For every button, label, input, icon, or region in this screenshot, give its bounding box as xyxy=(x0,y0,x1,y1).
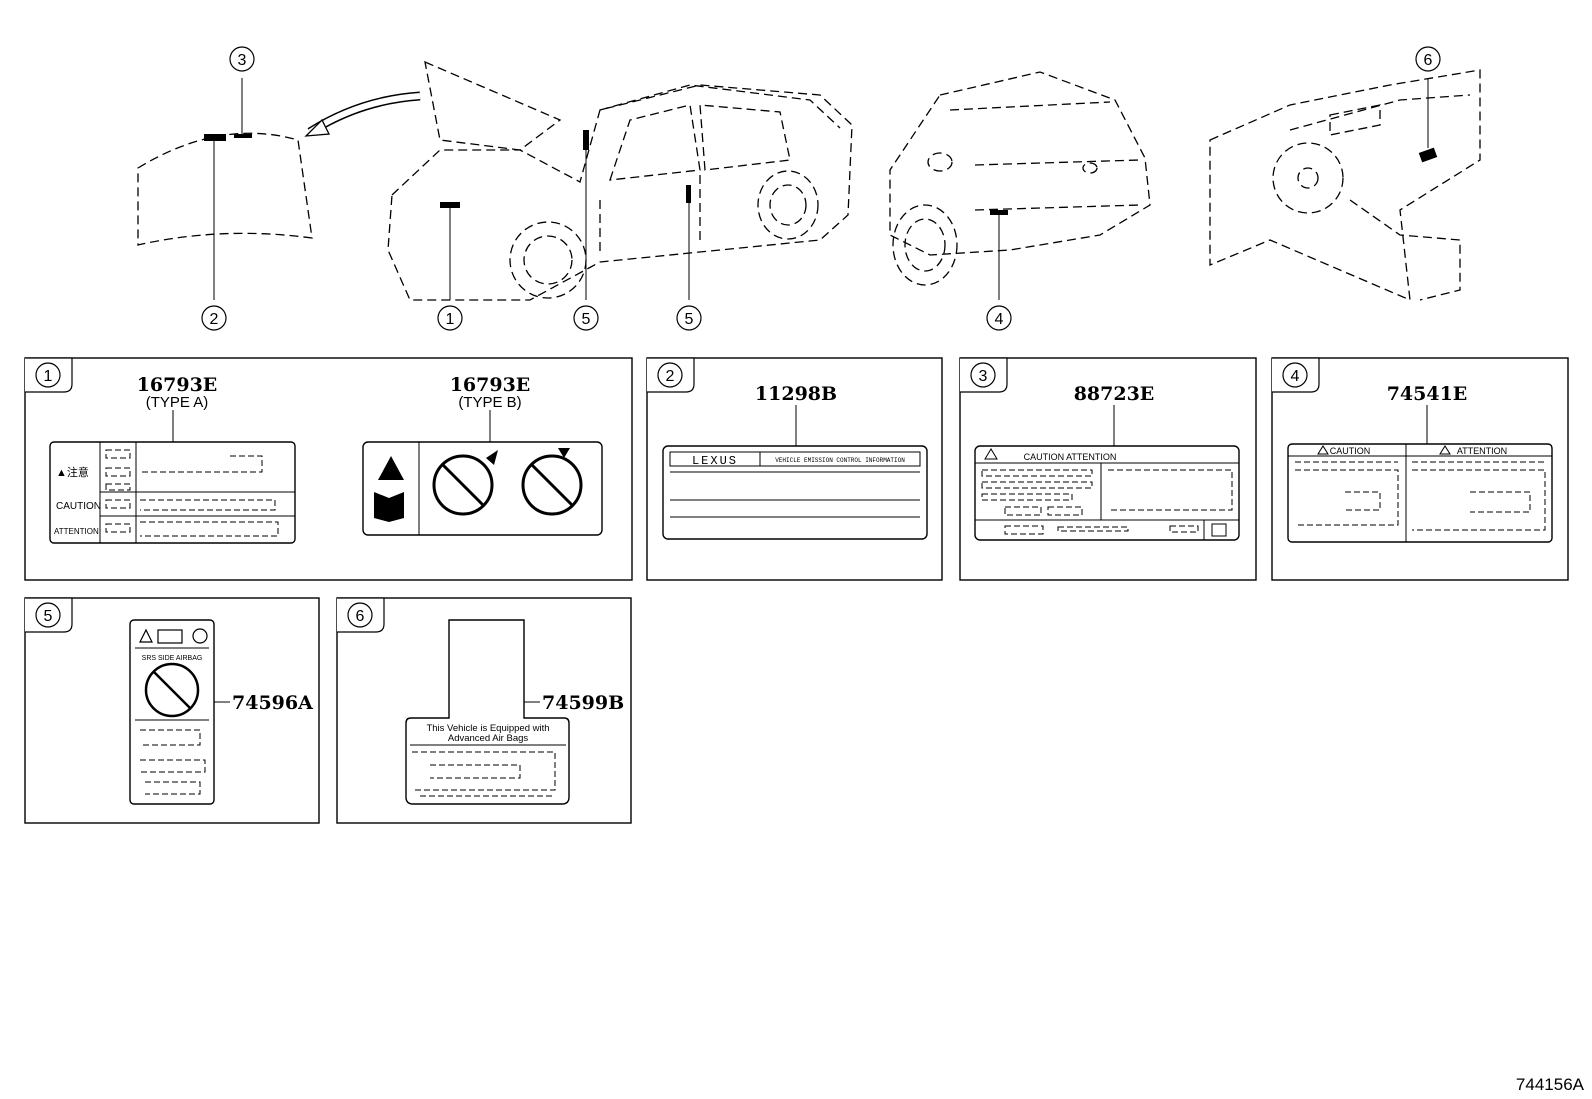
svg-text:ATTENTION: ATTENTION xyxy=(54,527,99,536)
svg-text:2: 2 xyxy=(210,311,219,328)
svg-text:SRS SIDE AIRBAG: SRS SIDE AIRBAG xyxy=(142,655,203,662)
figure-id: 744156A xyxy=(1516,1075,1585,1094)
warning-icon xyxy=(139,628,153,643)
callout-2: 2 xyxy=(201,305,227,331)
car-rear-illustration xyxy=(889,71,1151,286)
manual-icon xyxy=(157,629,183,644)
svg-text:2: 2 xyxy=(666,368,675,385)
svg-text:▲注意: ▲注意 xyxy=(56,465,89,479)
svg-text:3: 3 xyxy=(979,368,988,385)
panel-6: 6 This Vehicle is Equipped with Advanced… xyxy=(336,597,632,824)
svg-text:ATTENTION: ATTENTION xyxy=(1457,446,1507,456)
svg-text:CAUTION: CAUTION xyxy=(1330,446,1371,456)
svg-text:5: 5 xyxy=(44,608,53,625)
svg-text:1: 1 xyxy=(44,368,53,385)
label-16793E-type-a: ▲注意 CAUTION ATTENTION xyxy=(49,441,296,544)
label-11298B: LEXUS VEHICLE EMISSION CONTROL INFORMATI… xyxy=(662,445,928,540)
lexus-logo: LEXUS xyxy=(692,454,738,468)
callout-1: 1 xyxy=(437,305,463,331)
hood-arrow xyxy=(307,91,421,136)
hood-label-marks xyxy=(204,78,252,300)
callout-5a: 5 xyxy=(573,305,599,331)
dashboard-illustration xyxy=(1209,69,1481,302)
callout-6: 6 xyxy=(1415,46,1441,72)
panel-5: 5 SRS SIDE AIRBAG 74596A xyxy=(24,597,320,824)
callout-3: 3 xyxy=(229,46,255,72)
panel-1: 1 16793E (TYPE A) ▲注意 CAUTION ATTENTION … xyxy=(24,357,633,581)
label-74541E: CAUTION ATTENTION xyxy=(1287,443,1553,543)
dashboard-label-marks xyxy=(1418,78,1438,163)
part-number-74541E: 74541E xyxy=(1387,383,1468,405)
part-number-11298B: 11298B xyxy=(755,383,837,405)
no-airbag-icon xyxy=(144,662,200,718)
callout-5b: 5 xyxy=(676,305,702,331)
label-74599B: This Vehicle is Equipped with Advanced A… xyxy=(405,619,570,805)
part-number-88723E: 88723E xyxy=(1074,383,1155,405)
hood-illustration xyxy=(137,132,313,246)
svg-text:VEHICLE EMISSION CONTROL INFOR: VEHICLE EMISSION CONTROL INFORMATION xyxy=(775,457,905,464)
svg-text:CAUTION ATTENTION: CAUTION ATTENTION xyxy=(1024,452,1117,462)
panel-2: 2 11298B LEXUS VEHICLE EMISSION CONTROL … xyxy=(646,357,943,581)
svg-text:5: 5 xyxy=(685,311,694,328)
label-74596A: SRS SIDE AIRBAG xyxy=(129,619,215,805)
svg-text:5: 5 xyxy=(582,311,591,328)
manual-icon xyxy=(374,492,404,522)
svg-text:6: 6 xyxy=(356,608,365,625)
label-88723E: CAUTION ATTENTION xyxy=(974,445,1240,541)
svg-text:CAUTION: CAUTION xyxy=(56,501,101,512)
part-number-16793E-type-a: 16793E xyxy=(137,374,218,396)
svg-text:Advanced Air Bags: Advanced Air Bags xyxy=(448,733,529,744)
no-child-seat-icon xyxy=(432,454,494,516)
svg-text:This Vehicle is Equipped with: This Vehicle is Equipped with xyxy=(426,723,549,734)
svg-text:4: 4 xyxy=(995,311,1004,328)
part-number-74596A: 74596A xyxy=(232,692,313,714)
panel-3: 3 88723E CAUTION ATTENTION xyxy=(959,357,1257,581)
callout-4: 4 xyxy=(986,305,1012,331)
part-number-74599B: 74599B xyxy=(542,692,624,714)
svg-text:3: 3 xyxy=(238,52,247,69)
panel-4: 4 74541E CAUTION ATTENTION xyxy=(1271,357,1569,581)
car-front-illustration xyxy=(387,60,853,301)
type-a-label: (TYPE A) xyxy=(146,394,209,411)
car-rear-label-marks xyxy=(990,210,1008,300)
svg-text:6: 6 xyxy=(1424,52,1433,69)
car-front-label-marks xyxy=(440,130,691,300)
svg-text:4: 4 xyxy=(1291,368,1300,385)
warning-icon xyxy=(378,456,404,480)
type-b-label: (TYPE B) xyxy=(458,394,521,411)
part-number-16793E-type-b: 16793E xyxy=(450,374,531,396)
svg-text:1: 1 xyxy=(446,311,455,328)
label-16793E-type-b xyxy=(362,441,603,536)
no-child-seat-icon-2 xyxy=(521,454,583,516)
